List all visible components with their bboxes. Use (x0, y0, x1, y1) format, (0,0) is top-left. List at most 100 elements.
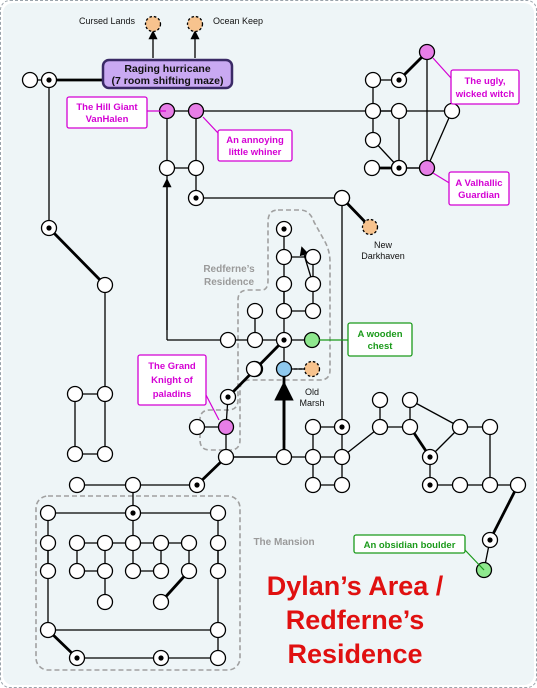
room-s2-marker (194, 482, 200, 488)
ocean-keep-exit[interactable] (186, 15, 204, 33)
hill-giant-callout[interactable]: The Hill Giant VanHalen (66, 96, 166, 129)
room-m8[interactable] (180, 534, 198, 552)
room-u4[interactable] (401, 418, 419, 436)
room-m1[interactable] (39, 504, 57, 522)
room-m9[interactable] (209, 534, 227, 552)
room-l5[interactable] (66, 445, 84, 463)
room-h0[interactable] (21, 71, 39, 89)
room-r-i[interactable] (246, 331, 264, 349)
room-m7[interactable] (152, 534, 170, 552)
obsidian-boulder-label: An obsidian boulder (364, 540, 456, 551)
room-m11[interactable] (68, 562, 86, 580)
room-u10[interactable] (481, 418, 499, 436)
raging-hurricane-box[interactable] (101, 58, 234, 90)
room-m17[interactable] (96, 593, 114, 611)
room-l4[interactable] (96, 385, 114, 403)
room-r3[interactable] (443, 102, 461, 120)
room-m12[interactable] (96, 562, 114, 580)
room-l1-marker (46, 225, 52, 231)
room-m22[interactable] (209, 649, 227, 667)
wooden-chest-label-2: chest (368, 341, 394, 352)
room-s3[interactable] (275, 448, 293, 466)
room-t6[interactable] (304, 448, 322, 466)
room-t5[interactable] (333, 476, 351, 494)
room-t4[interactable] (304, 476, 322, 494)
whiner-label-1: An annoying (226, 135, 284, 146)
valhallic-guardian-callout[interactable]: A Valhallic Guardian (432, 171, 510, 206)
room-m6[interactable] (124, 534, 142, 552)
room-u2[interactable] (371, 418, 389, 436)
wooden-chest-callout[interactable]: A wooden chest (319, 322, 413, 357)
room-m4[interactable] (68, 534, 86, 552)
room-r-d[interactable] (304, 275, 322, 293)
room-r-g[interactable] (304, 302, 322, 320)
room-u7[interactable] (451, 476, 469, 494)
wooden-chest-room[interactable] (303, 331, 321, 349)
room-u3[interactable] (401, 391, 419, 409)
room-l6[interactable] (96, 445, 114, 463)
room-u9[interactable] (451, 418, 469, 436)
room-u11[interactable] (509, 476, 527, 494)
hill-giant-label-2: VanHalen (86, 114, 129, 125)
room-t3[interactable] (304, 418, 322, 436)
room-e1[interactable] (364, 71, 382, 89)
old-marsh-label-1: Old (305, 387, 319, 397)
room-m5[interactable] (96, 534, 114, 552)
room-k2[interactable] (188, 418, 206, 436)
room-m16[interactable] (209, 562, 227, 580)
room-a1[interactable] (158, 159, 176, 177)
room-r1[interactable] (390, 102, 408, 120)
ocean-keep-label: Ocean Keep (213, 16, 263, 26)
room-r-e[interactable] (275, 275, 293, 293)
room-u8[interactable] (481, 476, 499, 494)
grand-knight-callout[interactable]: The Grand Knight of paladins (137, 354, 220, 421)
valhallic-guardian-room[interactable] (418, 159, 436, 177)
room-f3[interactable] (363, 159, 381, 177)
room-s1[interactable] (217, 448, 235, 466)
room-m19[interactable] (39, 621, 57, 639)
ugly-witch-room[interactable] (418, 43, 436, 61)
ugly-witch-callout[interactable]: The ugly, wicked witch (432, 57, 520, 105)
obsidian-boulder-callout[interactable]: An obsidian boulder (353, 534, 485, 571)
room-u12-marker (487, 537, 493, 543)
room-r-j-marker (281, 337, 287, 343)
room-r-b[interactable] (275, 248, 293, 266)
cursed-lands-exit[interactable] (144, 15, 162, 33)
room-m18[interactable] (152, 593, 170, 611)
room-u5-marker (427, 454, 433, 460)
room-m13[interactable] (124, 562, 142, 580)
room-h2[interactable] (124, 476, 142, 494)
room-r-f[interactable] (275, 302, 293, 320)
room-f1[interactable] (364, 131, 382, 149)
old-marsh-entrance-room[interactable] (275, 360, 293, 378)
room-r-h[interactable] (246, 302, 264, 320)
room-r-q[interactable] (245, 360, 263, 378)
room-r-c[interactable] (304, 248, 322, 266)
room-m3[interactable] (39, 534, 57, 552)
room-a3-marker (193, 195, 199, 201)
room-m14[interactable] (152, 562, 170, 580)
room-h1[interactable] (68, 476, 86, 494)
room-a2[interactable] (187, 159, 205, 177)
old-marsh-label-2: Marsh (299, 398, 324, 408)
annoying-whiner-room[interactable] (187, 102, 205, 120)
room-m20[interactable] (209, 621, 227, 639)
grand-knight-room[interactable] (217, 418, 235, 436)
room-r-l[interactable] (219, 331, 237, 349)
room-u6-marker (427, 482, 433, 488)
old-marsh-exit[interactable] (303, 360, 321, 378)
room-m2[interactable] (209, 504, 227, 522)
hill-giant-label-1: The Hill Giant (76, 102, 138, 113)
new-darkhaven-exit[interactable] (361, 218, 379, 236)
room-m10[interactable] (39, 562, 57, 580)
annoying-whiner-callout[interactable]: An annoying little whiner (202, 116, 293, 162)
room-l3[interactable] (66, 385, 84, 403)
room-l2[interactable] (96, 276, 114, 294)
room-m15[interactable] (180, 562, 198, 580)
room-righttop[interactable] (333, 189, 351, 207)
room-u1[interactable] (371, 391, 389, 409)
room-t2[interactable] (333, 448, 351, 466)
room-e2[interactable] (364, 102, 382, 120)
cursed-lands-label: Cursed Lands (79, 16, 136, 26)
